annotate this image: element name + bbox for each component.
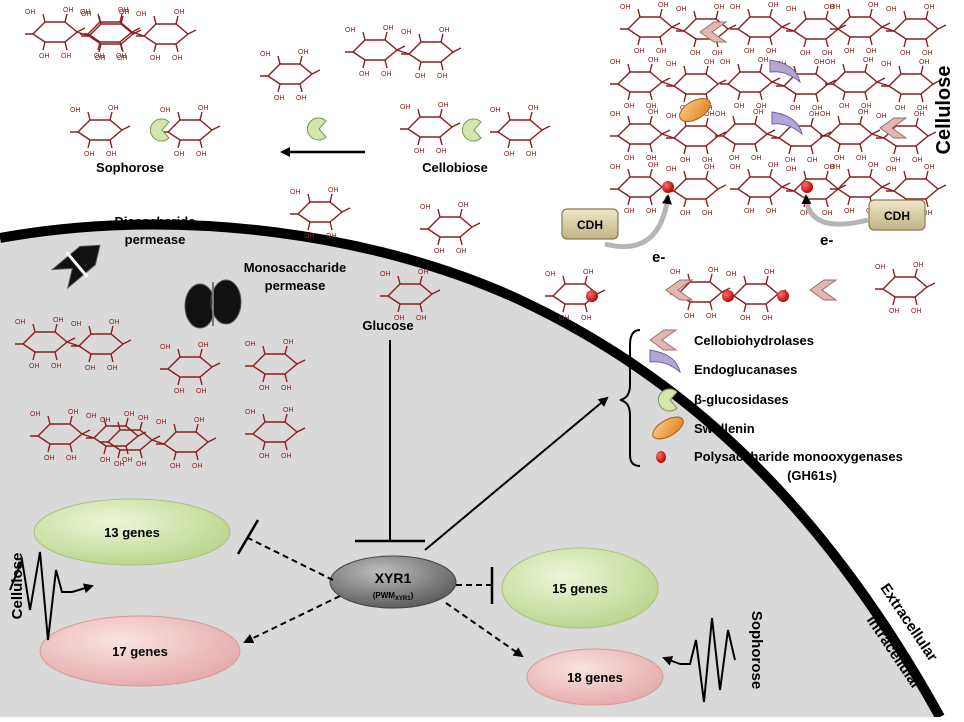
gene-group-13: 13 genes: [33, 498, 231, 566]
legend-brace: [619, 329, 641, 467]
disaccharide-permease-icon: [50, 244, 101, 290]
cell-membrane: [0, 219, 945, 720]
edge-xyr1-inhibits-13-bar: [236, 519, 260, 555]
electron-label-left: e-: [652, 249, 665, 266]
cdh-box-right: CDH: [868, 199, 926, 231]
pmo-fiber-icon-4: [722, 290, 734, 302]
cellobiohydrolase-icon: [649, 329, 677, 351]
pmo-fiber-icon-2: [801, 181, 813, 193]
legend-label-endoglucanases: Endoglucanases: [694, 362, 797, 377]
legend: Cellobiohydrolases Endoglucanases β-gluc…: [649, 329, 903, 483]
cdh-label-left: CDH: [577, 218, 603, 232]
pwm-label: (PWMXYR1): [373, 591, 414, 602]
monosaccharide-permease-icon: [184, 279, 242, 329]
cdh-box-left: CDH: [561, 208, 619, 240]
disaccharide-permease-label-2: permease: [125, 232, 186, 247]
legend-item-endoglucanases: Endoglucanases: [649, 349, 797, 377]
sophorose-side-label: Sophorose: [748, 611, 765, 689]
legend-label-swollenin: Swollenin: [694, 421, 755, 436]
legend-label-gh61s: (GH61s): [787, 468, 837, 483]
monosaccharide-permease-label-1: Monosaccharide: [244, 260, 347, 275]
gene-label-13: 13 genes: [104, 525, 160, 540]
cell-interior: [0, 224, 940, 717]
xyr1-node: XYR1 (PWMXYR1): [329, 555, 457, 609]
edge-xyr1-to-17: [243, 595, 341, 644]
gene-group-15: 15 genes: [501, 547, 659, 629]
legend-item-monooxygenases: Polysaccharide monooxygenases (GH61s): [656, 449, 903, 483]
legend-label-cellobiohydrolases: Cellobiohydrolases: [694, 333, 814, 348]
cellulose-side-label: Cellulose: [9, 553, 26, 620]
gene-label-18: 18 genes: [567, 670, 623, 685]
beta-glucosidase-cellobiose-icon: [461, 118, 482, 142]
beta-glucosidase-sophorose-icon: [149, 118, 170, 142]
beta-glucosidase-free-icon: [306, 117, 327, 141]
gene-label-17: 17 genes: [112, 644, 168, 659]
cellobiose-label: Cellobiose: [422, 160, 488, 175]
electron-arrow-left: [604, 194, 672, 250]
swollenin-icon: [652, 416, 684, 440]
cdh-label-right: CDH: [884, 209, 910, 223]
cellobiohydrolase-fiber-icon-2: [879, 117, 907, 139]
legend-item-swollenin: Swollenin: [652, 416, 755, 440]
pmo-fiber-icon-3: [586, 290, 598, 302]
edge-xyr1-inhibits-13: [247, 537, 334, 581]
gene-group-17: 17 genes: [39, 615, 241, 687]
sophorose-label: Sophorose: [96, 160, 164, 175]
legend-item-cellobiohydrolases: Cellobiohydrolases: [649, 329, 814, 351]
cellulose-signal-zigzag: [9, 551, 94, 641]
swollenin-fiber-icon: [679, 97, 711, 123]
legend-item-beta-glucosidases: β-glucosidases: [657, 388, 789, 412]
pmo-fiber-icon-5: [777, 290, 789, 302]
cellulose-top-label: Cellulose: [933, 66, 955, 155]
cellobiohydrolase-fiber-icon-4: [809, 279, 837, 301]
cellobiohydrolase-fiber-icon-3: [665, 279, 693, 301]
monosaccharide-permease-label-2: permease: [265, 278, 326, 293]
electron-arrow-right: [801, 194, 869, 227]
sophorose-signal-zigzag: [662, 617, 736, 703]
cellulose-fibers: [544, 2, 946, 323]
gene-label-15: 15 genes: [552, 581, 608, 596]
legend-label-beta-glucosidases: β-glucosidases: [694, 392, 789, 407]
glucose-label: Glucose: [362, 318, 413, 333]
monooxygenase-icon: [656, 451, 666, 463]
legend-label-monooxygenases: Polysaccharide monooxygenases: [694, 449, 903, 464]
gene-group-18: 18 genes: [526, 648, 664, 706]
pmo-fiber-icon-1: [662, 181, 674, 193]
edge-xyr1-to-18: [445, 602, 524, 658]
disaccharide-permease-label-1: Disaccharide: [115, 214, 196, 229]
xyr1-label: XYR1: [375, 570, 412, 586]
endoglucanase-icon: [649, 349, 681, 373]
arrow-xyr1-to-enzymes: [424, 396, 609, 551]
electron-label-right: e-: [820, 232, 833, 249]
